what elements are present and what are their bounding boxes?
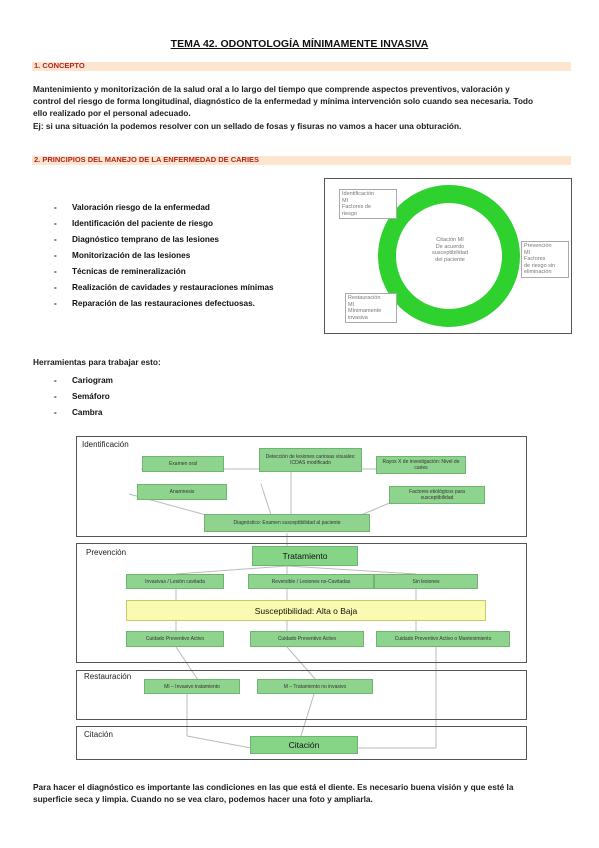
flow-box-cuidado-preventivo-2: Cuidado Preventivo Activo bbox=[250, 631, 364, 647]
flow-box-cuidado-preventivo-3: Cuidado Preventivo Activo o Mantenimient… bbox=[376, 631, 510, 647]
flow-box-cuidado-preventivo-1: Cuidado Preventivo Activo bbox=[126, 631, 224, 647]
list-item: Reparación de las restauraciones defectu… bbox=[54, 299, 274, 315]
flow-box-factores: Factores etiológicos para susceptibilida… bbox=[389, 486, 485, 504]
concepto-line: Mantenimiento y monitorización de la sal… bbox=[33, 84, 510, 94]
herramientas-heading: Herramientas para trabajar esto: bbox=[33, 357, 161, 367]
section-heading-concepto: 1. CONCEPTO bbox=[32, 61, 571, 71]
section-heading-text: 2. PRINCIPIOS DEL MANEJO DE LA ENFERMEDA… bbox=[34, 155, 260, 164]
flow-box-diagnostico: Diagnóstico: Examen susceptibilidad al p… bbox=[204, 514, 370, 532]
list-item: Valoración riesgo de la enfermedad bbox=[54, 203, 274, 219]
flow-connectors bbox=[128, 458, 437, 749]
flow-section-title: Restauración bbox=[84, 672, 132, 681]
list-item: Identificación del paciente de riesgo bbox=[54, 219, 274, 235]
flow-box-deteccion: Detección de lesiones cariosas visuales:… bbox=[259, 448, 362, 472]
donut-figure: Identificación MI Factores de riesgo Cit… bbox=[324, 178, 572, 334]
donut-label-identificacion: Identificación MI Factores de riesgo bbox=[339, 189, 397, 219]
flow-box-sin-lesiones: Sin lesiones bbox=[374, 574, 478, 589]
concepto-line: control del riesgo de forma longitudinal… bbox=[33, 96, 534, 107]
list-item: Monitorización de las lesiones bbox=[54, 251, 274, 267]
herramientas-list: Cariogram Semáforo Cambra bbox=[54, 376, 113, 424]
donut-ring bbox=[378, 185, 520, 327]
principios-list: Valoración riesgo de la enfermedad Ident… bbox=[54, 203, 274, 315]
footer-paragraph: Para hacer el diagnóstico es importante … bbox=[33, 781, 568, 805]
flow-box-m-tratamiento: M – Tratamiento no invasivo bbox=[257, 679, 373, 694]
flow-box-rayos: Rayos X de investigación: Nivel de carie… bbox=[376, 456, 466, 474]
flow-section-title: Prevención bbox=[86, 548, 127, 557]
flow-box-tratamiento: Tratamiento bbox=[252, 546, 358, 566]
donut-label-restauracion: Restauración MI Mínimamente invasiva bbox=[345, 293, 397, 323]
concepto-paragraph: Mantenimiento y monitorización de la sal… bbox=[33, 83, 568, 132]
section-heading-principios: 2. PRINCIPIOS DEL MANEJO DE LA ENFERMEDA… bbox=[32, 155, 571, 165]
flow-section-prevencion bbox=[76, 543, 527, 663]
section-heading-text: 1. CONCEPTO bbox=[34, 61, 85, 70]
flow-box-anamnesis: Anamnesis bbox=[137, 484, 227, 500]
footer-line: superficie seca y limpia. Cuando no se v… bbox=[33, 794, 373, 805]
flow-section-citacion bbox=[76, 726, 527, 760]
flow-diagram: Identificación Prevención Restauración C… bbox=[76, 436, 527, 766]
flow-box-examen-oral: Examen oral bbox=[142, 456, 224, 472]
flow-box-invasivas: Invasivas / Lesión cavitada bbox=[126, 574, 224, 589]
flow-box-reversible: Reversible / Lesiones no-Cavitadas bbox=[248, 574, 374, 589]
flow-section-identificacion bbox=[76, 436, 527, 537]
footer-line: Para hacer el diagnóstico es importante … bbox=[33, 782, 514, 792]
donut-label-prevencion: Prevención MI Factores de riesgo sin eli… bbox=[521, 241, 569, 278]
list-item: Diagnóstico temprano de las lesiones bbox=[54, 235, 274, 251]
concepto-line: ello realizado por el personal adecuado. bbox=[33, 108, 191, 119]
flow-box-susceptibilidad: Susceptibilidad: Alta o Baja bbox=[126, 600, 486, 621]
concepto-example: Ej: si una situación la podemos resolver… bbox=[33, 120, 462, 131]
flow-box-mi-invasivo: MI – Invasivo tratamiento bbox=[144, 679, 240, 694]
flow-section-title: Identificación bbox=[82, 440, 129, 449]
list-item: Semáforo bbox=[54, 392, 113, 408]
list-item: Técnicas de remineralización bbox=[54, 267, 274, 283]
list-item: Cambra bbox=[54, 408, 113, 424]
list-item: Realización de cavidades y restauracione… bbox=[54, 283, 274, 299]
flow-box-citacion: Citación bbox=[250, 736, 358, 754]
donut-label-citacion: Citación MI De acuerdo susceptibilidad d… bbox=[431, 237, 469, 263]
flow-section-title: Citación bbox=[84, 730, 113, 739]
flow-section-restauracion bbox=[76, 670, 527, 720]
list-item: Cariogram bbox=[54, 376, 113, 392]
page-title: TEMA 42. ODONTOLOGÍA MÍNIMAMENTE INVASIV… bbox=[170, 38, 429, 50]
